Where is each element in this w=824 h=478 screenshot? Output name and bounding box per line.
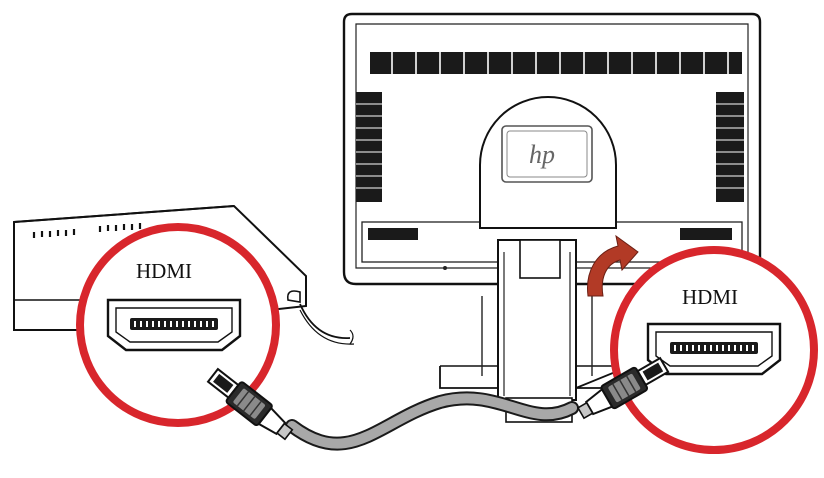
side-vent-left [356,92,382,202]
left-hdmi-label: HDMI [136,259,192,283]
side-vent-right [716,92,744,202]
top-vent [370,52,742,74]
hp-logo-text: hp [529,140,555,169]
hdmi-port-icon [648,324,780,374]
right-hdmi-label: HDMI [682,285,738,309]
hdmi-port-icon [108,300,240,350]
right-hdmi-callout: HDMI [614,250,814,450]
